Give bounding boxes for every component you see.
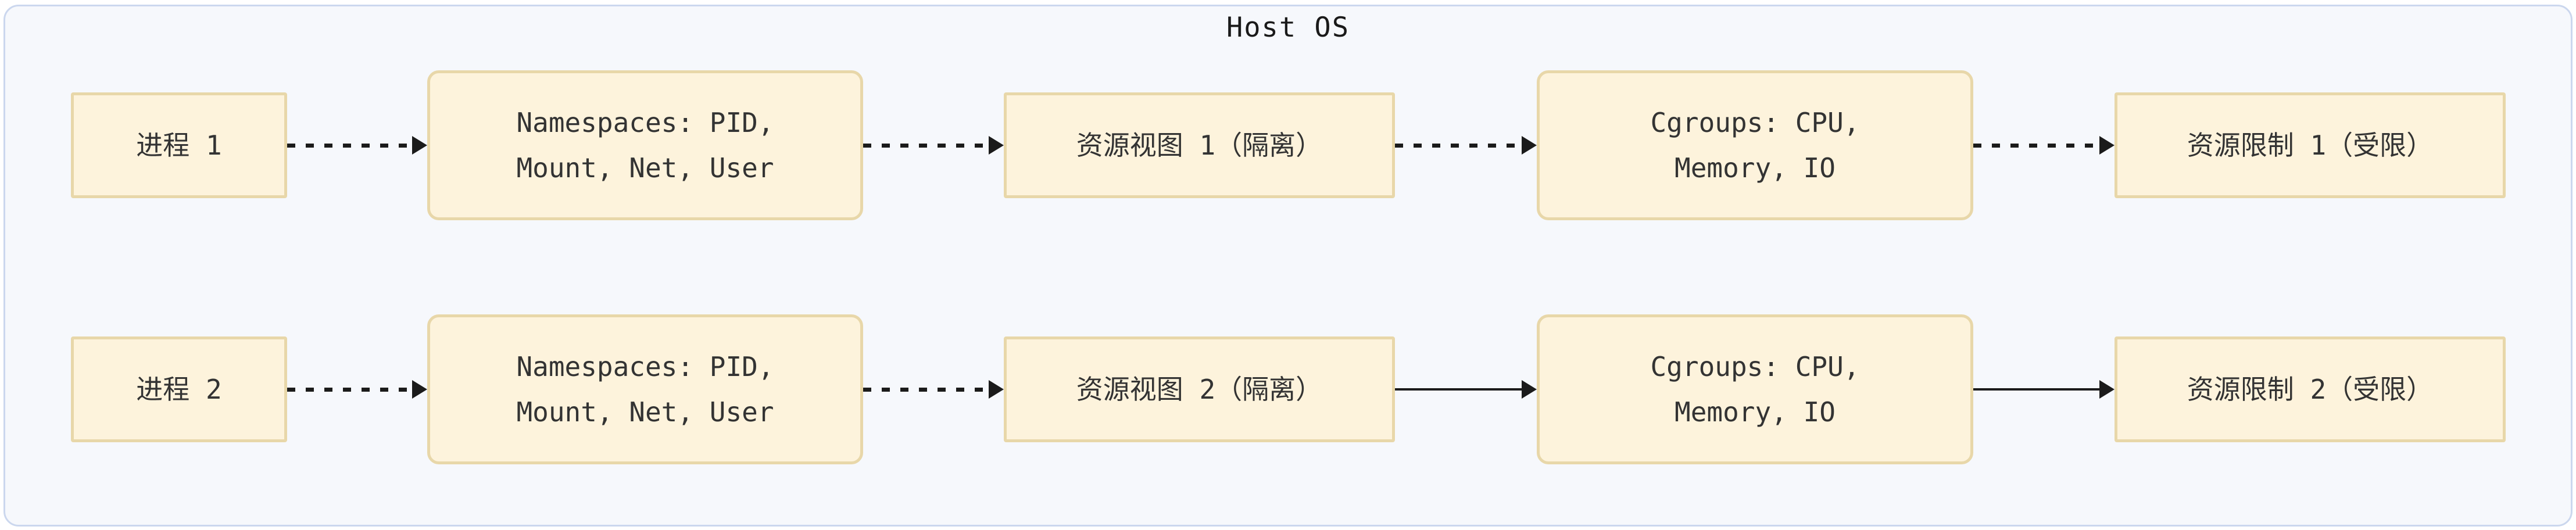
- arrow-namespaces2-to-view2: [863, 379, 1004, 399]
- arrow-line: [1395, 143, 1522, 148]
- arrow-process2-to-namespaces2: [287, 379, 427, 399]
- node-resource-limit-1: 资源限制 1（受限）: [2115, 92, 2506, 198]
- node-cgroups-2: Cgroups: CPU, Memory, IO: [1537, 314, 1973, 464]
- arrow-view1-to-cgroups1: [1395, 135, 1537, 155]
- node-namespaces-1: Namespaces: PID, Mount, Net, User: [427, 70, 863, 220]
- arrow-line: [1973, 143, 2099, 148]
- host-os-title: Host OS: [1226, 12, 1350, 44]
- arrow-line: [287, 387, 412, 392]
- node-process-2: 进程 2: [71, 336, 287, 442]
- arrow-view2-to-cgroups2: [1395, 379, 1537, 399]
- arrow-process1-to-namespaces1: [287, 135, 427, 155]
- arrow-cgroups2-to-limit2: [1973, 379, 2115, 399]
- node-namespaces-2: Namespaces: PID, Mount, Net, User: [427, 314, 863, 464]
- arrow-line: [863, 387, 989, 392]
- arrowhead-icon: [1522, 380, 1537, 399]
- arrowhead-icon: [2099, 380, 2115, 399]
- arrow-namespaces1-to-view1: [863, 135, 1004, 155]
- host-os-container: [3, 5, 2573, 527]
- node-cgroups-1: Cgroups: CPU, Memory, IO: [1537, 70, 1973, 220]
- node-resource-view-2: 资源视图 2（隔离）: [1004, 336, 1395, 442]
- arrow-line: [287, 143, 412, 148]
- arrow-line: [1973, 388, 2099, 391]
- node-process-1: 进程 1: [71, 92, 287, 198]
- arrow-line: [1395, 388, 1522, 391]
- arrowhead-icon: [1522, 136, 1537, 155]
- arrow-cgroups1-to-limit1: [1973, 135, 2115, 155]
- arrowhead-icon: [412, 380, 427, 399]
- arrow-line: [863, 143, 989, 148]
- arrowhead-icon: [989, 380, 1004, 399]
- node-resource-limit-2: 资源限制 2（受限）: [2115, 336, 2506, 442]
- node-resource-view-1: 资源视图 1（隔离）: [1004, 92, 1395, 198]
- arrowhead-icon: [412, 136, 427, 155]
- arrowhead-icon: [989, 136, 1004, 155]
- arrowhead-icon: [2099, 136, 2115, 155]
